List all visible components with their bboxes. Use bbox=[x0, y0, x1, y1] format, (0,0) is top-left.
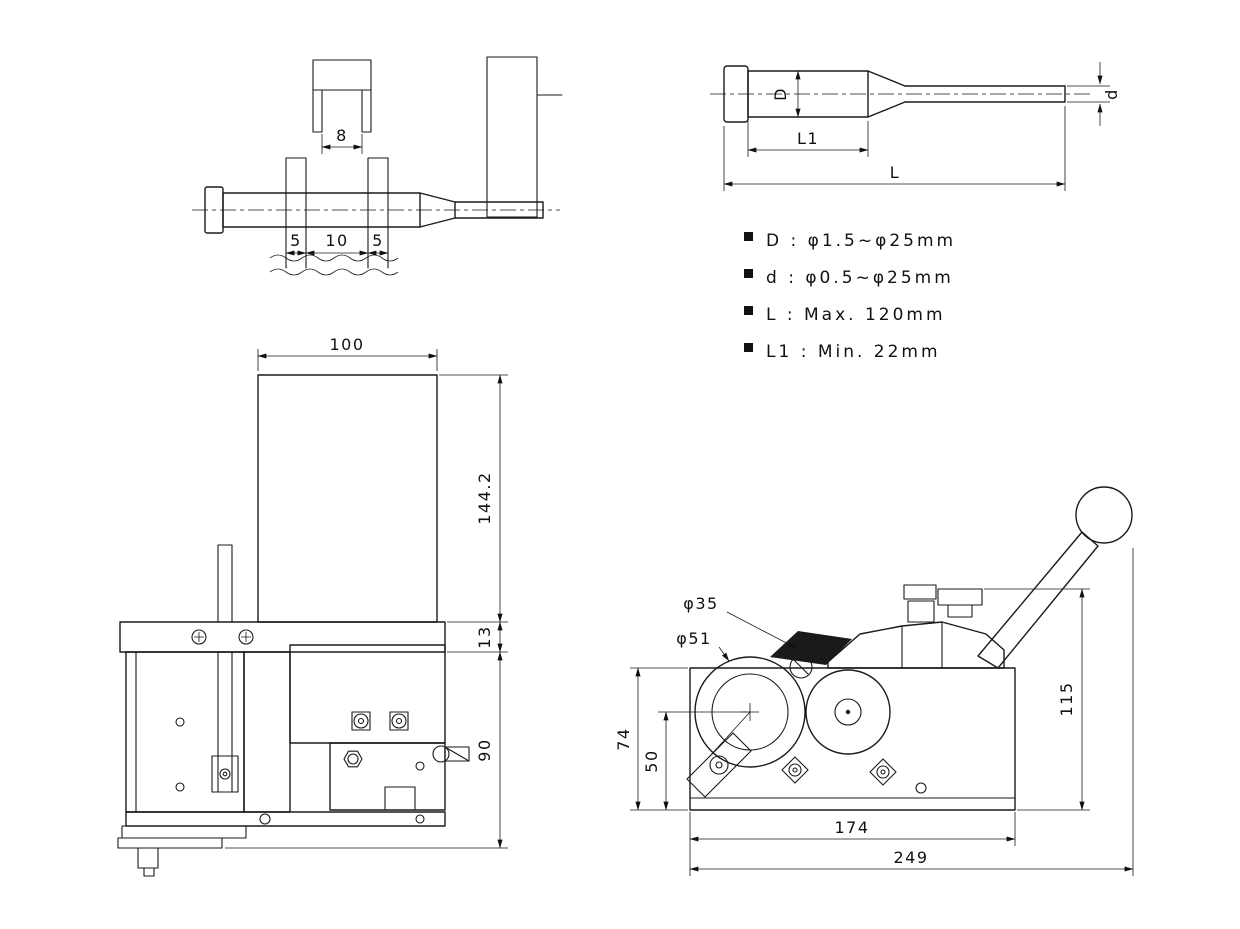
dim-height-13: 13 bbox=[447, 621, 508, 653]
side-dresser-blade bbox=[770, 631, 852, 665]
spec-list: D : φ1.5~φ25mm d : φ0.5~φ25mm L : Max. 1… bbox=[744, 231, 956, 362]
spec-bullet bbox=[744, 269, 753, 278]
wheel-cup-walls bbox=[312, 89, 372, 133]
dim-label-collar-gap: 10 bbox=[325, 231, 348, 250]
wheel-small bbox=[805, 669, 891, 755]
spec-text-L: L : Max. 120mm bbox=[766, 305, 946, 325]
view-wheel-pin-detail: 8 5 10 5 bbox=[192, 56, 563, 276]
label-phi35: φ35 bbox=[683, 594, 797, 649]
spec-bullet bbox=[744, 306, 753, 315]
dim-collar-5-10-5: 5 10 5 bbox=[285, 231, 389, 256]
dim-groove-8: 8 bbox=[321, 126, 363, 154]
dim-label-collar-left: 5 bbox=[290, 231, 302, 250]
spec-item: L1 : Min. 22mm bbox=[744, 342, 941, 362]
grinding-wheel-side bbox=[486, 56, 563, 218]
pin-outline bbox=[710, 65, 1090, 123]
pin-taper bbox=[867, 70, 906, 118]
side-slotted-screw bbox=[789, 655, 813, 679]
dim-label-50: 50 bbox=[642, 749, 661, 772]
dim-label-L1: L1 bbox=[797, 129, 819, 148]
spec-text-L1: L1 : Min. 22mm bbox=[766, 342, 941, 362]
pin-body bbox=[222, 192, 421, 228]
side-machine-outline bbox=[686, 486, 1133, 811]
front-machine-outline bbox=[117, 374, 470, 877]
spec-item: d : φ0.5~φ25mm bbox=[744, 268, 954, 288]
dim-label-D: D bbox=[771, 87, 790, 101]
pin-body bbox=[747, 70, 869, 118]
pin-blank bbox=[192, 186, 560, 234]
side-clamp bbox=[686, 732, 752, 798]
dim-label-d: d bbox=[1102, 88, 1121, 100]
dim-115: 115 bbox=[984, 588, 1090, 811]
spec-item: D : φ1.5~φ25mm bbox=[744, 231, 956, 251]
dim-label-100: 100 bbox=[329, 335, 364, 354]
view-front: 100 144.2 13 90 bbox=[117, 335, 508, 877]
dim-label-L: L bbox=[890, 163, 900, 182]
collars bbox=[285, 157, 389, 269]
view-side: φ35 φ51 74 50 115 174 bbox=[614, 486, 1134, 876]
dim-174: 174 bbox=[689, 812, 1016, 876]
pin-taper bbox=[419, 192, 456, 228]
dim-label-collar-right: 5 bbox=[372, 231, 384, 250]
front-spindle-stub bbox=[432, 745, 450, 763]
dim-label-144-2: 144.2 bbox=[475, 471, 494, 524]
spec-text-D: D : φ1.5~φ25mm bbox=[766, 231, 956, 251]
dim-height-144-2: 144.2 bbox=[439, 374, 508, 623]
pin-shank bbox=[454, 201, 544, 219]
pin-shank bbox=[904, 85, 1066, 103]
dim-74: 74 bbox=[614, 667, 688, 811]
label-phi51: φ51 bbox=[676, 629, 730, 662]
side-lever-arm bbox=[977, 531, 1099, 669]
spec-bullet bbox=[744, 232, 753, 241]
dim-50: 50 bbox=[642, 711, 750, 811]
dim-label-13: 13 bbox=[475, 625, 494, 648]
wheel-abrasive-band bbox=[312, 59, 372, 91]
collar-right bbox=[367, 157, 389, 269]
front-base-plate bbox=[125, 811, 446, 827]
dim-d: d bbox=[1067, 62, 1121, 126]
side-knurled-knob-small bbox=[903, 584, 937, 600]
dim-width-100: 100 bbox=[257, 335, 438, 371]
side-pivot-block bbox=[907, 600, 935, 623]
spec-text-d: d : φ0.5~φ25mm bbox=[766, 268, 954, 288]
spec-bullet bbox=[744, 343, 753, 352]
dim-label-249: 249 bbox=[893, 848, 928, 867]
dim-249: 249 bbox=[689, 548, 1134, 876]
dresser-wheel-section bbox=[312, 59, 372, 133]
dim-label-174: 174 bbox=[834, 818, 869, 837]
spec-item: L : Max. 120mm bbox=[744, 305, 946, 325]
dim-L: L bbox=[723, 106, 1066, 191]
dim-label-74: 74 bbox=[614, 727, 633, 750]
dim-height-90: 90 bbox=[225, 651, 508, 849]
collar-left bbox=[285, 157, 307, 269]
dim-label-groove: 8 bbox=[336, 126, 348, 145]
dim-label-115: 115 bbox=[1057, 681, 1076, 716]
grinding-wheel-face bbox=[486, 56, 538, 218]
side-lever-ball bbox=[1075, 486, 1133, 544]
dim-D: D bbox=[771, 70, 801, 118]
break-lines bbox=[269, 254, 399, 276]
dim-label-phi35: φ35 bbox=[683, 594, 718, 613]
view-pin-dimensions: D d L1 L bbox=[710, 62, 1121, 191]
dim-L1: L1 bbox=[747, 121, 869, 157]
dim-label-90: 90 bbox=[475, 738, 494, 761]
dim-label-phi51: φ51 bbox=[676, 629, 711, 648]
